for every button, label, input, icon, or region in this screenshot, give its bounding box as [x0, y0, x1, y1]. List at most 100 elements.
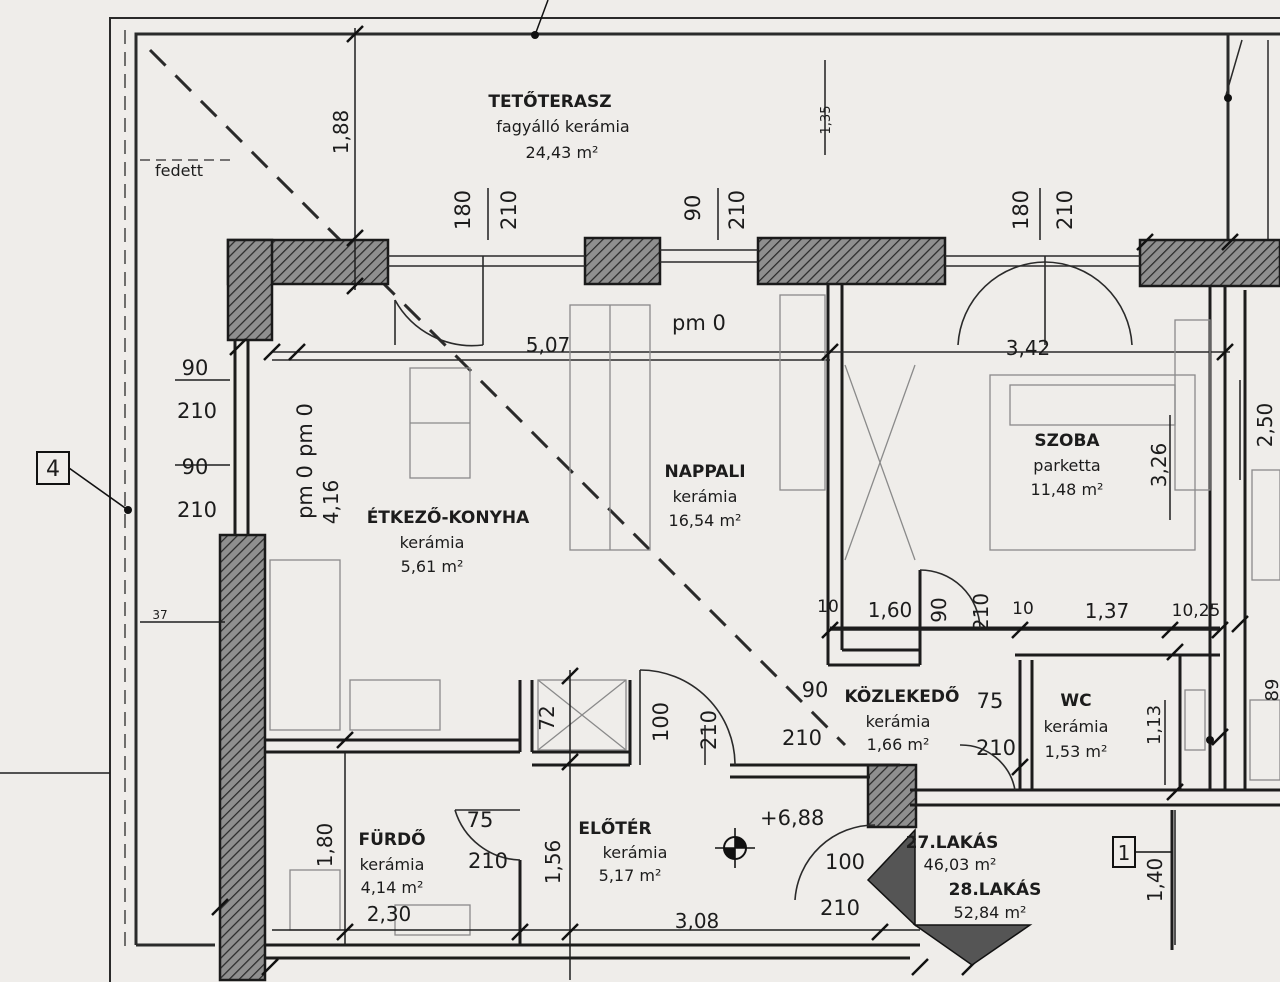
apartment-28-area: 52,84 m² [954, 903, 1027, 922]
room-corridor-area: 1,66 m² [867, 735, 930, 754]
room-bath: FÜRDŐ kerámia 4,14 m² [358, 828, 425, 897]
dim-89: 89 [1262, 679, 1280, 702]
room-kitchen-name: ÉTKEZŐ-KONYHA [367, 506, 530, 528]
dim-210-top: 210 [725, 190, 749, 230]
dimension-texts: 1,88 1,35 180 210 90 210 180 210 5,07 3,… [152, 106, 1280, 933]
dim-5-07: 5,07 [526, 333, 571, 357]
walls-hatched [218, 236, 1280, 982]
room-bath-area: 4,14 m² [361, 878, 424, 897]
room-terrace: TETŐTERASZ fagyálló kerámia 24,43 m² [488, 90, 629, 162]
level-value: +6,88 [760, 806, 824, 830]
door-swings [394, 256, 1133, 901]
dim-180-b: 180 [1009, 190, 1033, 230]
dim-72: 72 [535, 705, 559, 730]
diagonal-dashed-line [148, 48, 847, 747]
dim-210-left-1: 210 [177, 399, 217, 423]
apartment-27-area: 46,03 m² [924, 855, 997, 874]
box-marker-1-label: 1 [1118, 841, 1131, 865]
room-bath-name: FÜRDŐ [358, 828, 425, 850]
room-living-name: NAPPALI [664, 462, 745, 482]
room-bedroom: SZOBA parketta 11,48 m² [1031, 431, 1104, 499]
dim-90-left-2: 90 [182, 455, 209, 479]
dimension-lines [0, 28, 1241, 980]
room-terrace-name: TETŐTERASZ [488, 90, 611, 112]
dim-37: 37 [152, 608, 167, 622]
dim-1-35: 1,35 [819, 106, 834, 135]
dim-2-50: 2,50 [1253, 403, 1277, 448]
dim-210-bath: 210 [468, 849, 508, 873]
dim-100-b: 100 [825, 850, 865, 874]
dim-1-13: 1,13 [1144, 705, 1165, 745]
dim-210-corridor: 210 [969, 593, 993, 631]
room-living-material: kerámia [673, 487, 738, 506]
terrace-boundary [109, 17, 1280, 982]
dim-1-37: 1,37 [1085, 599, 1130, 623]
dim-210-entrance: 210 [820, 896, 860, 920]
room-hall-material: kerámia [603, 843, 668, 862]
room-corridor-name: KÖZLEKEDŐ [845, 685, 960, 707]
room-corridor-material: kerámia [866, 712, 931, 731]
dim-210-door: 210 [697, 710, 721, 750]
dim-10-a: 10 [817, 597, 839, 617]
room-wc: WC kerámia 1,53 m² [1044, 691, 1109, 761]
room-bedroom-area: 11,48 m² [1031, 480, 1104, 499]
level-top-label: pm 0 [672, 311, 726, 335]
dim-3-42: 3,42 [1006, 336, 1051, 360]
covered-note: fedett [155, 161, 203, 180]
apartment-28-name: 28.LAKÁS [949, 878, 1042, 900]
room-bedroom-name: SZOBA [1034, 431, 1100, 451]
axis-marker-4-label: 4 [46, 457, 60, 482]
dim-1-88: 1,88 [329, 110, 353, 155]
dim-10-25: 10,25 [1172, 601, 1221, 621]
room-living: NAPPALI kerámia 16,54 m² [664, 462, 745, 530]
room-kitchen-area: 5,61 m² [401, 557, 464, 576]
level-left-label: pm 0 [293, 403, 317, 457]
dim-3-08: 3,08 [675, 909, 720, 933]
room-hall: ELŐTÉR kerámia 5,17 m² [578, 817, 667, 885]
axis-marker-4: 4 [36, 451, 129, 511]
room-living-area: 16,54 m² [669, 511, 742, 530]
room-bedroom-material: parketta [1033, 456, 1100, 475]
dim-90-corridor: 90 [927, 597, 951, 622]
furniture-outlines [269, 294, 1280, 936]
dim-100-a: 100 [649, 702, 673, 742]
dim-90-kozlekedo: 90 [802, 678, 829, 702]
room-corridor: KÖZLEKEDŐ kerámia 1,66 m² [845, 685, 960, 754]
dim-210-b: 210 [1053, 190, 1077, 230]
window-strips [272, 249, 1230, 361]
dim-1-80: 1,80 [313, 823, 337, 868]
room-terrace-material: fagyálló kerámia [496, 117, 629, 136]
room-hall-name: ELŐTÉR [578, 817, 651, 839]
dim-10-b: 10 [1012, 599, 1034, 619]
dim-2-30: 2,30 [367, 902, 412, 926]
room-wc-area: 1,53 m² [1045, 742, 1108, 761]
apartment-27-name: 27.LAKÁS [906, 831, 999, 853]
dim-3-26: 3,26 [1147, 443, 1171, 488]
dim-180-a: 180 [451, 190, 475, 230]
plan-notes: fedett pm 0 pm 0 pm 0 +6,88 [155, 161, 824, 830]
dim-90-top: 90 [681, 195, 705, 222]
room-bath-material: kerámia [360, 855, 425, 874]
reference-dots [124, 0, 1232, 744]
dim-90-left-1: 90 [182, 356, 209, 380]
level-marker-icon [715, 828, 755, 868]
dim-210-kozlekedo: 210 [782, 726, 822, 750]
box-marker-1: 1 [1112, 836, 1172, 868]
dim-210-wc: 210 [976, 736, 1016, 760]
dim-1-40: 1,40 [1143, 858, 1167, 903]
room-kitchen: ÉTKEZŐ-KONYHA kerámia 5,61 m² [367, 506, 530, 576]
dim-1-56: 1,56 [541, 840, 565, 885]
dim-4-16: 4,16 [319, 480, 343, 525]
room-kitchen-material: kerámia [400, 533, 465, 552]
dim-210-left-2: 210 [177, 498, 217, 522]
room-hall-area: 5,17 m² [599, 866, 662, 885]
dim-75-b: 75 [467, 808, 494, 832]
dimension-ticks [211, 25, 1249, 976]
room-wc-name: WC [1060, 691, 1091, 711]
level-left-label-2: pm 0 [293, 465, 317, 519]
dim-75-a: 75 [977, 689, 1004, 713]
apartment-labels: 27.LAKÁS 46,03 m² 28.LAKÁS 52,84 m² [906, 831, 1042, 922]
room-terrace-area: 24,43 m² [526, 143, 599, 162]
